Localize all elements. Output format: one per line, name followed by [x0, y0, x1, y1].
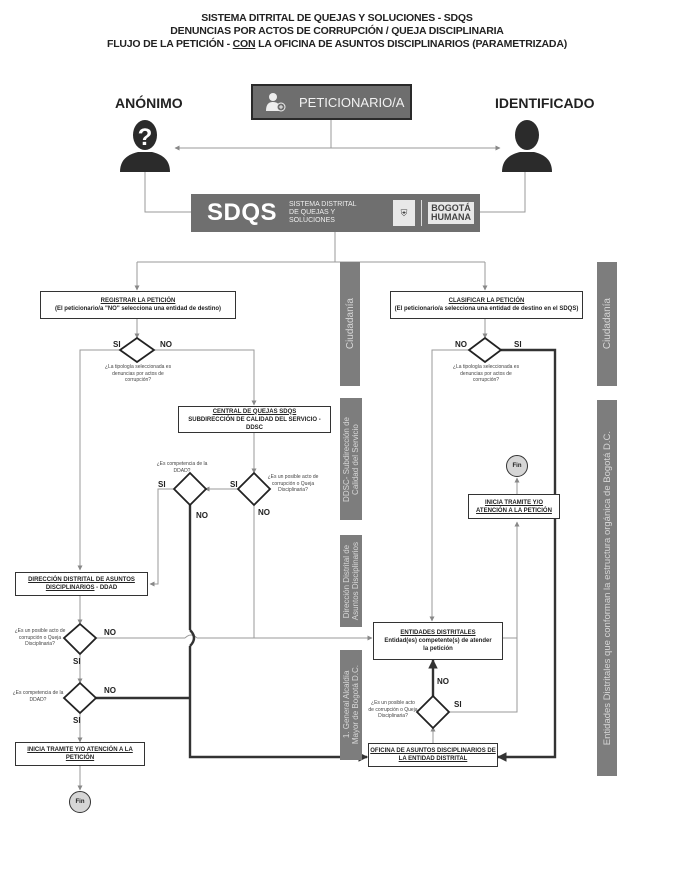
title-line-1: SISTEMA DITRITAL DE QUEJAS Y SOLUCIONES … [201, 12, 473, 24]
box-title: REGISTRAR LA PETICIÓN [100, 298, 176, 304]
question-posible-acto-ddad: ¿Es un posible acto de corrupción o Quej… [14, 628, 66, 647]
box-subtitle: (El peticionario/a selecciona una entida… [394, 306, 579, 312]
box-subtitle: Entidad(es) competente(s) de atender la … [384, 638, 492, 652]
lane-secretaria-general: 1. General Alcaldía Mayor de Bogotá D.C. [340, 650, 362, 760]
box-title-line1: DIRECCIÓN DISTRITAL DE ASUNTOS [28, 577, 135, 583]
branch-no-label: NO [104, 686, 116, 695]
box-line2: LA ENTIDAD DISTRITAL [398, 756, 468, 762]
lane-label: 1. General Alcaldía Mayor de Bogotá D.C. [342, 665, 360, 745]
svg-text:?: ? [138, 124, 153, 151]
anonymous-user-icon: ? [120, 120, 170, 172]
registrar-peticion-box: REGISTRAR LA PETICIÓN (El peticionario/a… [40, 291, 236, 319]
lane-label: Entidades Distritales que conforman la e… [601, 430, 613, 746]
bogota-crest-icon: ⛨ [393, 200, 416, 226]
box-line1: OFICINA DE ASUNTOS DISCIPLINARIOS DE [370, 748, 496, 754]
branch-no-label: NO [196, 511, 208, 520]
question-posible-acto-entidad: ¿Es un posible acto de corrupción o Quej… [368, 700, 418, 719]
user-silhouette-icon [502, 120, 552, 172]
title-line-2: DENUNCIAS POR ACTOS DE CORRUPCIÓN / QUEJ… [170, 25, 504, 37]
lane-ddsc: DDSC- Subdirección de Calidad del Servic… [340, 398, 362, 520]
branch-si-label: SI [113, 340, 121, 349]
clasificar-peticion-box: CLASIFICAR LA PETICIÓN (El peticionario/… [390, 291, 583, 319]
branch-no-label: NO [104, 628, 116, 637]
box-subtitle: (El peticionario/a "NO" selecciona una e… [54, 306, 222, 312]
branch-si-label: SI [514, 340, 522, 349]
banner-divider [421, 200, 423, 226]
anonymous-label: ANÓNIMO [115, 95, 183, 111]
brand-line1: BOGOTÁ [431, 203, 471, 213]
lane-label: Ciudadanía [601, 298, 613, 350]
entidades-distritales-box: ENTIDADES DISTRITALES Entidad(es) compet… [373, 622, 503, 660]
end-node-right: Fin [506, 455, 528, 477]
ddad-box: DIRECCIÓN DISTRITAL DE ASUNTOS DISCIPLIN… [15, 572, 148, 596]
end-node-left: Fin [69, 791, 91, 813]
branch-no-label: NO [455, 340, 467, 349]
branch-no-label: NO [258, 508, 270, 517]
end-label: Fin [75, 799, 85, 805]
branch-si-label: SI [158, 480, 166, 489]
question-posible-acto-ddsc: ¿Es un posible acto de corrupción o Quej… [267, 474, 319, 493]
petitioner-box: PETICIONARIO/A [251, 84, 412, 120]
title-line-3-suffix: LA OFICINA DE ASUNTOS DISCIPLINARIOS (PA… [255, 38, 567, 50]
branch-si-label: SI [454, 700, 462, 709]
central-quejas-box: CENTRAL DE QUEJAS SDQS SUBDIRECCIÓN DE C… [178, 406, 331, 433]
lane-ciudadania-left: Ciudadanía [340, 262, 360, 386]
box-title: CENTRAL DE QUEJAS SDQS [212, 408, 297, 415]
inicia-tramite-right-box: INICIA TRAMITE Y/O ATENCIÓN A LA PETICIÓ… [468, 494, 560, 519]
box-title-line2: DISCIPLINARIOS [45, 585, 95, 591]
question-tipologia-right: ¿La tipología seleccionada es denuncias … [452, 364, 520, 383]
end-label: Fin [512, 463, 522, 469]
question-competencia-ddad: ¿Es competencia de la DDAD? [156, 461, 208, 474]
sdqs-subtitle: SISTEMA DISTRITAL DE QUEJAS Y SOLUCIONES [289, 201, 379, 225]
title-line-3-prefix: FLUJO DE LA PETICIÓN - [106, 38, 233, 50]
sdqs-acronym: SDQS [207, 199, 278, 226]
box-title-suffix: - DDAD [94, 585, 118, 591]
lane-ddad: Dirección Distrital de Asuntos Disciplin… [340, 535, 362, 627]
sdqs-subtitle-line1: SISTEMA DISTRITAL [289, 201, 357, 208]
question-competencia-ddad-2: ¿Es competencia de la DDAD? [12, 690, 64, 703]
title-line-3: FLUJO DE LA PETICIÓN - CON LA OFICINA DE… [0, 38, 674, 50]
question-tipologia-left: ¿La tipología seleccionada es denuncias … [104, 364, 172, 383]
bogota-humana-logo: BOGOTÁ HUMANA [428, 202, 475, 224]
box-title: ENTIDADES DISTRITALES [400, 630, 476, 636]
petitioner-label: PETICIONARIO/A [299, 94, 405, 110]
branch-no-label: NO [160, 340, 172, 349]
branch-no-label: NO [437, 677, 449, 686]
lane-label: DDSC- Subdirección de Calidad del Servic… [342, 416, 360, 502]
inicia-tramite-left-box: INICIA TRAMITE Y/O ATENCIÓN A LA PETICIÓ… [15, 742, 145, 766]
oficina-asuntos-disciplinarios-box: OFICINA DE ASUNTOS DISCIPLINARIOS DE LA … [368, 743, 498, 767]
branch-si-label: SI [73, 657, 81, 666]
box-line2: ATENCIÓN A LA PETICIÓN [476, 507, 552, 514]
lane-label: Dirección Distrital de Asuntos Disciplin… [342, 541, 360, 621]
branch-si-label: SI [73, 716, 81, 725]
add-user-icon [266, 93, 286, 112]
box-line1: INICIA TRAMITE Y/O ATENCIÓN A LA [27, 747, 133, 753]
sdqs-subtitle-line2: DE QUEJAS Y SOLUCIONES [289, 209, 336, 224]
box-line2: PETICIÓN [65, 755, 95, 761]
branch-si-label: SI [230, 480, 238, 489]
box-subtitle: SUBDIRECCIÓN DE CALIDAD DEL SERVICIO - D… [188, 416, 321, 431]
title-line-3-emphasis: CON [232, 38, 256, 50]
box-title: CLASIFICAR LA PETICIÓN [448, 298, 525, 304]
identified-label: IDENTIFICADO [495, 95, 595, 111]
brand-line2: HUMANA [431, 212, 472, 222]
lane-entidades-distritales: Entidades Distritales que conforman la e… [597, 400, 617, 776]
lane-ciudadania-right: Ciudadanía [597, 262, 617, 386]
sdqs-banner: SDQS SISTEMA DISTRITAL DE QUEJAS Y SOLUC… [191, 194, 480, 232]
box-line1: INICIA TRAMITE Y/O [484, 499, 543, 506]
lane-label: Ciudadanía [344, 298, 356, 350]
